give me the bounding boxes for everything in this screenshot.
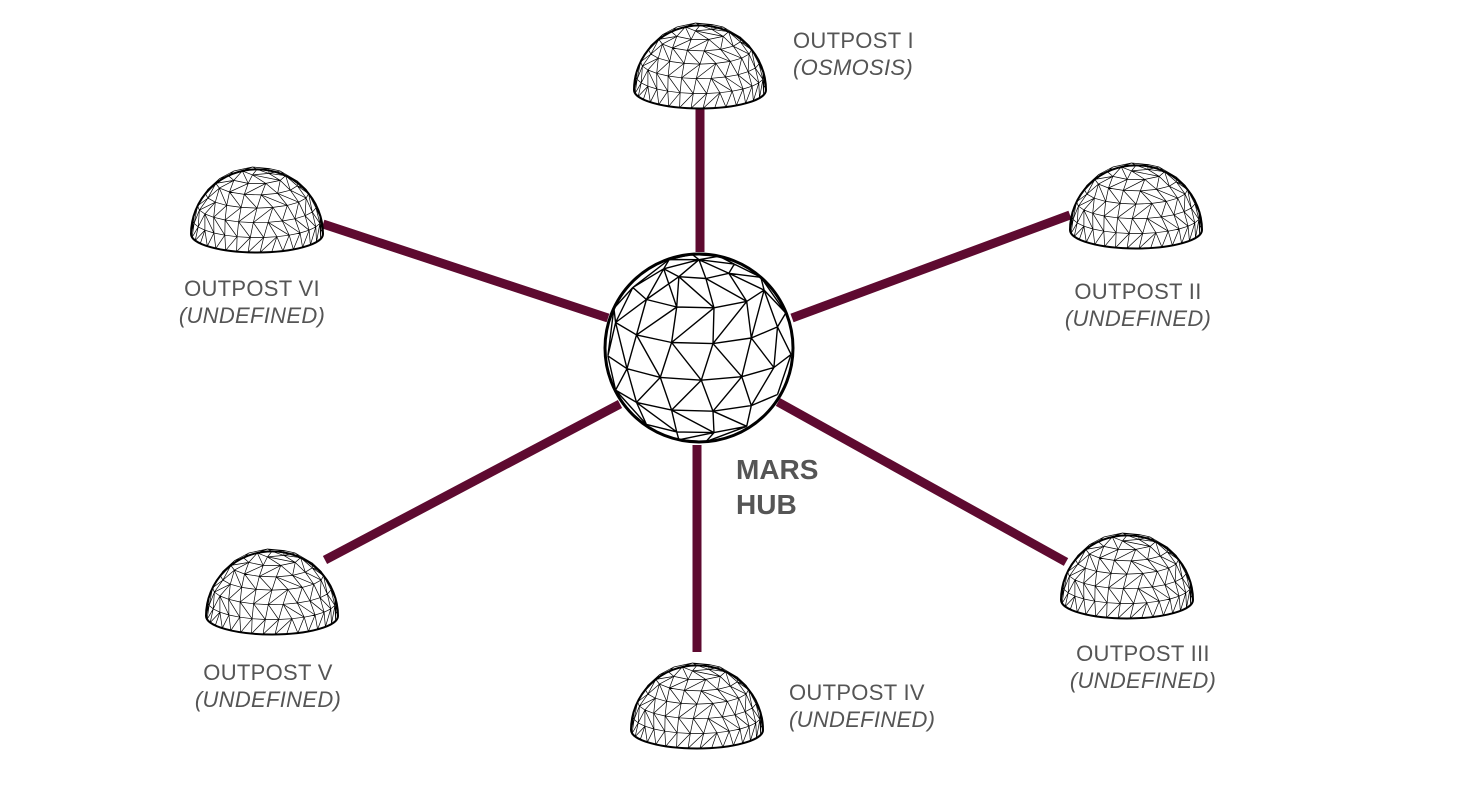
connector-line-outpost-2 (790, 210, 1072, 323)
hub-label: MARS HUB (736, 452, 818, 522)
connector-line-outpost-3 (775, 398, 1069, 566)
outpost-1-label: OUTPOST I (OSMOSIS) (793, 27, 914, 81)
outpost-1-status: (OSMOSIS) (793, 55, 914, 80)
outpost-6-status: (UNDEFINED) (178, 303, 326, 328)
outpost-3-status: (UNDEFINED) (1069, 668, 1217, 693)
outpost-6-label: OUTPOST VI (UNDEFINED) (177, 275, 327, 329)
outpost-5-name: OUTPOST V (203, 660, 333, 685)
outpost-3-geodesic-dome-icon (1059, 532, 1195, 620)
outpost-4-name: OUTPOST IV (789, 680, 925, 705)
outpost-2-geodesic-dome-icon (1068, 162, 1204, 250)
outpost-6-name: OUTPOST VI (184, 276, 320, 301)
connector-line-outpost-6 (321, 219, 610, 323)
hub-geodesic-sphere-icon (603, 252, 795, 444)
outpost-4-geodesic-dome-icon (629, 662, 765, 750)
outpost-5-label: OUTPOST V (UNDEFINED) (193, 659, 343, 713)
outpost-6-geodesic-dome-icon (189, 166, 325, 254)
outpost-2-label: OUTPOST II (UNDEFINED) (1063, 278, 1213, 332)
hub-label-line1: MARS (736, 454, 819, 485)
outpost-3-name: OUTPOST III (1076, 641, 1210, 666)
outpost-2-status: (UNDEFINED) (1064, 306, 1212, 331)
outpost-5-geodesic-dome-icon (204, 548, 340, 636)
hub-sphere (603, 252, 795, 444)
outpost-2-name: OUTPOST II (1074, 279, 1202, 304)
outpost-domes (189, 22, 1204, 750)
outpost-3-label: OUTPOST III (UNDEFINED) (1068, 640, 1218, 694)
connector-line-outpost-5 (322, 400, 623, 564)
outpost-1-name: OUTPOST I (793, 28, 914, 53)
outpost-4-status: (UNDEFINED) (789, 707, 936, 732)
connector-lines (321, 108, 1072, 652)
outpost-5-status: (UNDEFINED) (194, 687, 342, 712)
outpost-1-geodesic-dome-icon (632, 22, 768, 110)
outpost-4-label: OUTPOST IV (UNDEFINED) (789, 679, 935, 733)
hub-label-line2: HUB (736, 489, 797, 520)
